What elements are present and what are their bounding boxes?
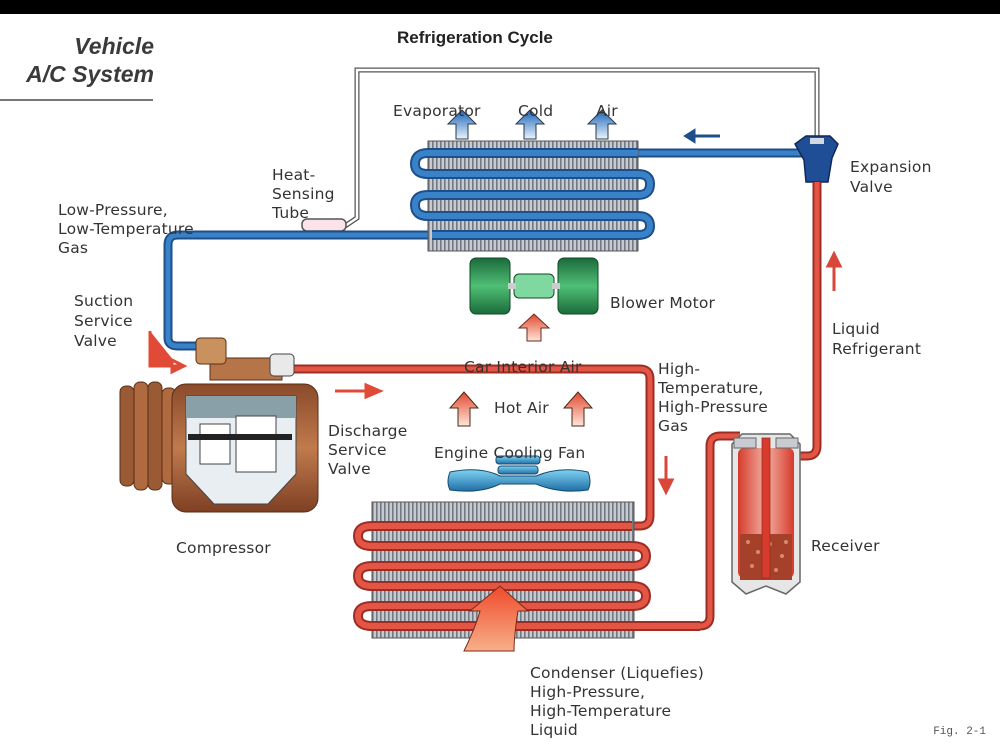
receiver-label: Receiver xyxy=(811,537,880,555)
heat-sensing-tube-label: Heat- Sensing Tube xyxy=(272,166,335,222)
flow-arrow-up-icon xyxy=(825,250,843,291)
car-interior-air-label: Car Interior Air xyxy=(464,358,582,376)
evaporator xyxy=(409,140,656,252)
blower-motor xyxy=(469,257,599,315)
condenser-label: Condenser (Liquefies) High-Pressure, Hig… xyxy=(530,664,705,739)
evaporator-label: Evaporator xyxy=(393,102,481,120)
interior-air-arrow-icon xyxy=(517,313,551,342)
cold-air-arrow-icon xyxy=(514,109,546,140)
hot-air-arrow-icon xyxy=(562,391,594,427)
cold-air-arrow-icon xyxy=(446,109,478,140)
flow-arrow-right-icon xyxy=(335,382,384,400)
low-pressure-gas-label: Low-Pressure, Low-Temperature Gas xyxy=(58,201,194,257)
compressor xyxy=(119,337,319,513)
ram-air-arrow-icon xyxy=(463,585,530,652)
figure-number: Fig. 2-1 xyxy=(933,726,986,738)
flow-arrow-left-icon xyxy=(683,128,720,144)
compressor-label: Compressor xyxy=(176,539,271,557)
low-pressure-line xyxy=(163,148,805,351)
diagram-title: Refrigeration Cycle xyxy=(397,28,553,47)
hot-air-label: Hot Air xyxy=(494,399,549,417)
heading-line1: Vehicle xyxy=(74,33,154,59)
engine-cooling-fan xyxy=(447,455,591,492)
high-temp-gas-label: High- Temperature, High-Pressure Gas xyxy=(658,360,769,435)
suction-service-valve-label: Suction Service Valve xyxy=(74,292,134,350)
heat-sensing-tube-line xyxy=(301,67,820,232)
hot-air-arrow-icon xyxy=(448,391,480,427)
hot-air-arrows xyxy=(448,391,594,427)
suction-flow-arrow-icon xyxy=(148,331,188,375)
condenser-outlet-line xyxy=(699,431,740,631)
discharge-line xyxy=(290,364,655,531)
liquid-refrigerant-label: Liquid Refrigerant xyxy=(832,320,922,358)
cold-air-arrows xyxy=(446,109,618,140)
heading-line2: A/C System xyxy=(26,61,154,87)
cold-air-arrow-icon xyxy=(586,109,618,140)
system-heading: Vehicle A/C System xyxy=(6,32,154,88)
heading-rule xyxy=(0,99,153,101)
engine-cooling-fan-label: Engine Cooling Fan xyxy=(434,444,586,462)
flow-arrow-down-icon xyxy=(657,456,675,496)
receiver xyxy=(731,433,801,595)
discharge-service-valve-label: Discharge Service Valve xyxy=(328,422,408,478)
air-label: Air xyxy=(596,102,618,120)
liquid-line xyxy=(790,182,822,461)
cold-label: Cold xyxy=(518,102,554,120)
expansion-valve-label: Expansion Valve xyxy=(850,158,932,196)
expansion-valve xyxy=(794,135,839,183)
blower-motor-label: Blower Motor xyxy=(610,294,716,312)
